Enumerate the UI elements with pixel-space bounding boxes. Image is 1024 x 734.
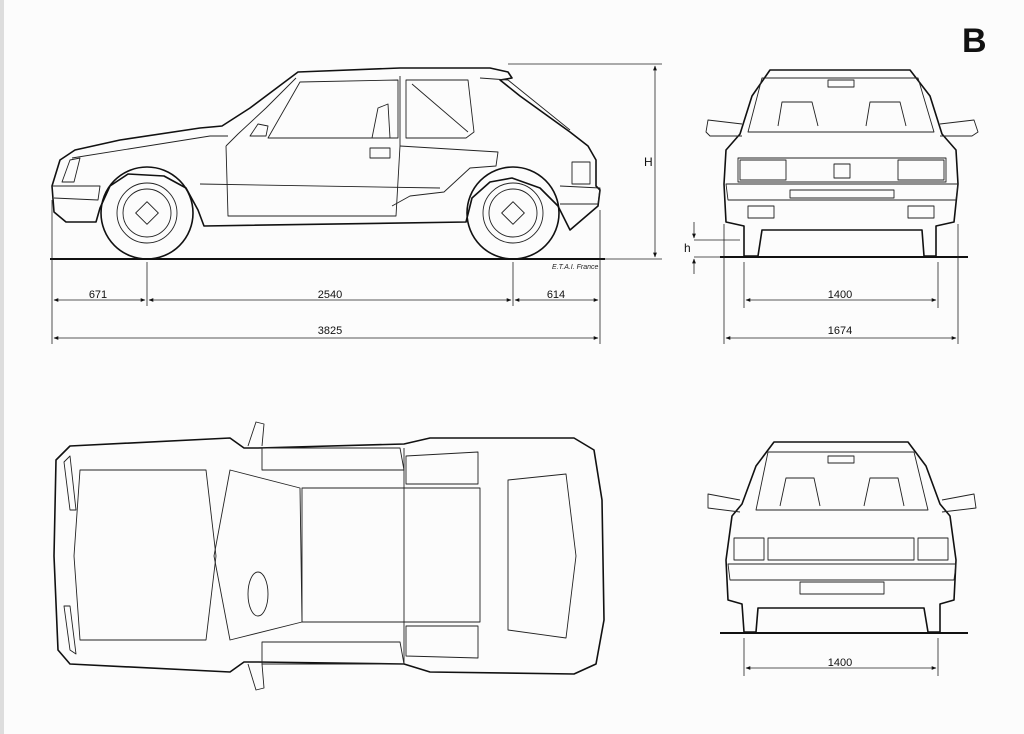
top-body-outline: [53, 437, 605, 675]
headlight-right: [897, 159, 945, 181]
top-view: [53, 421, 605, 691]
page-letter: B: [962, 22, 987, 60]
mirror-left: [705, 119, 743, 137]
tail-light-left: [733, 537, 765, 561]
rear-screen: [755, 451, 929, 511]
seat-left: [777, 101, 819, 127]
plate-area: [799, 581, 885, 595]
fog-light-left: [747, 205, 775, 219]
credit-text: E.T.A.I. France: [552, 264, 599, 271]
rear-bumper: [559, 185, 601, 205]
headlight: [61, 157, 81, 183]
side-body-outline: [51, 67, 601, 231]
rear-wheel: [466, 166, 560, 260]
rear-wing-left: [261, 447, 405, 471]
fuel-cap: [247, 571, 269, 617]
windscreen: [747, 77, 935, 133]
seat-right: [865, 101, 907, 127]
windscreen-top: [213, 469, 303, 641]
rear-overhang-value: 614: [547, 289, 565, 301]
rear-mirror-right: [941, 493, 977, 513]
hood-line: [71, 135, 228, 159]
overall-width-value: 1674: [828, 325, 852, 337]
roll-cage-bar: [411, 83, 469, 133]
height-label: H: [644, 155, 653, 169]
front-view: h 1400 1674: [684, 69, 979, 344]
roof: [301, 487, 481, 623]
headlight-left: [739, 159, 787, 181]
mirror-top-left: [247, 421, 265, 447]
fog-light-right: [907, 205, 935, 219]
front-bumper: [52, 185, 101, 201]
lion-badge: [833, 163, 851, 179]
door-handle: [369, 147, 391, 159]
front-wheel: [100, 166, 194, 260]
rear-mirror-left: [707, 493, 741, 513]
side-trim: [199, 183, 441, 189]
side-air-intake: [391, 145, 499, 207]
side-window: [267, 79, 399, 139]
rear-view-mirror: [827, 79, 855, 88]
mirror-top-right: [247, 663, 265, 691]
hood: [73, 469, 217, 641]
scan-edge: [0, 0, 4, 734]
rear-track-value: 1400: [828, 657, 852, 669]
tail-light: [571, 161, 591, 185]
front-lights-top: [63, 455, 77, 655]
seat-outline: [371, 103, 391, 139]
mirror-right: [939, 119, 979, 137]
front-bumper-front: [725, 183, 959, 201]
bumper-strip: [789, 189, 895, 199]
front-track-value: 1400: [828, 289, 852, 301]
rear-view: 1400: [707, 441, 977, 676]
side-mirror: [249, 123, 269, 137]
rear-window-top: [507, 473, 577, 639]
front-overhang-value: 671: [89, 289, 107, 301]
rear-seat-left: [779, 477, 821, 507]
wheelbase-value: 2540: [318, 289, 342, 301]
rear-side-window: [405, 79, 475, 139]
front-body-outline: [723, 69, 959, 257]
side-view: E.T.A.I. France H 671 2540 614 3825: [50, 63, 662, 344]
front-grille: [737, 157, 947, 183]
side-intake-left: [405, 451, 479, 485]
side-intake-right: [405, 625, 479, 659]
rear-wing-right: [261, 641, 405, 665]
rear-panel: [767, 537, 915, 561]
tail-light-right: [917, 537, 949, 561]
rear-seat-right: [863, 477, 905, 507]
clearance-label: h: [684, 241, 691, 255]
rear-body-outline: [725, 441, 957, 633]
door-outline: [225, 76, 401, 217]
rear-hatch-line: [479, 77, 571, 131]
overall-length-value: 3825: [318, 325, 342, 337]
rear-bumper-rear: [727, 563, 957, 581]
rear-mirror-view: [827, 455, 855, 464]
